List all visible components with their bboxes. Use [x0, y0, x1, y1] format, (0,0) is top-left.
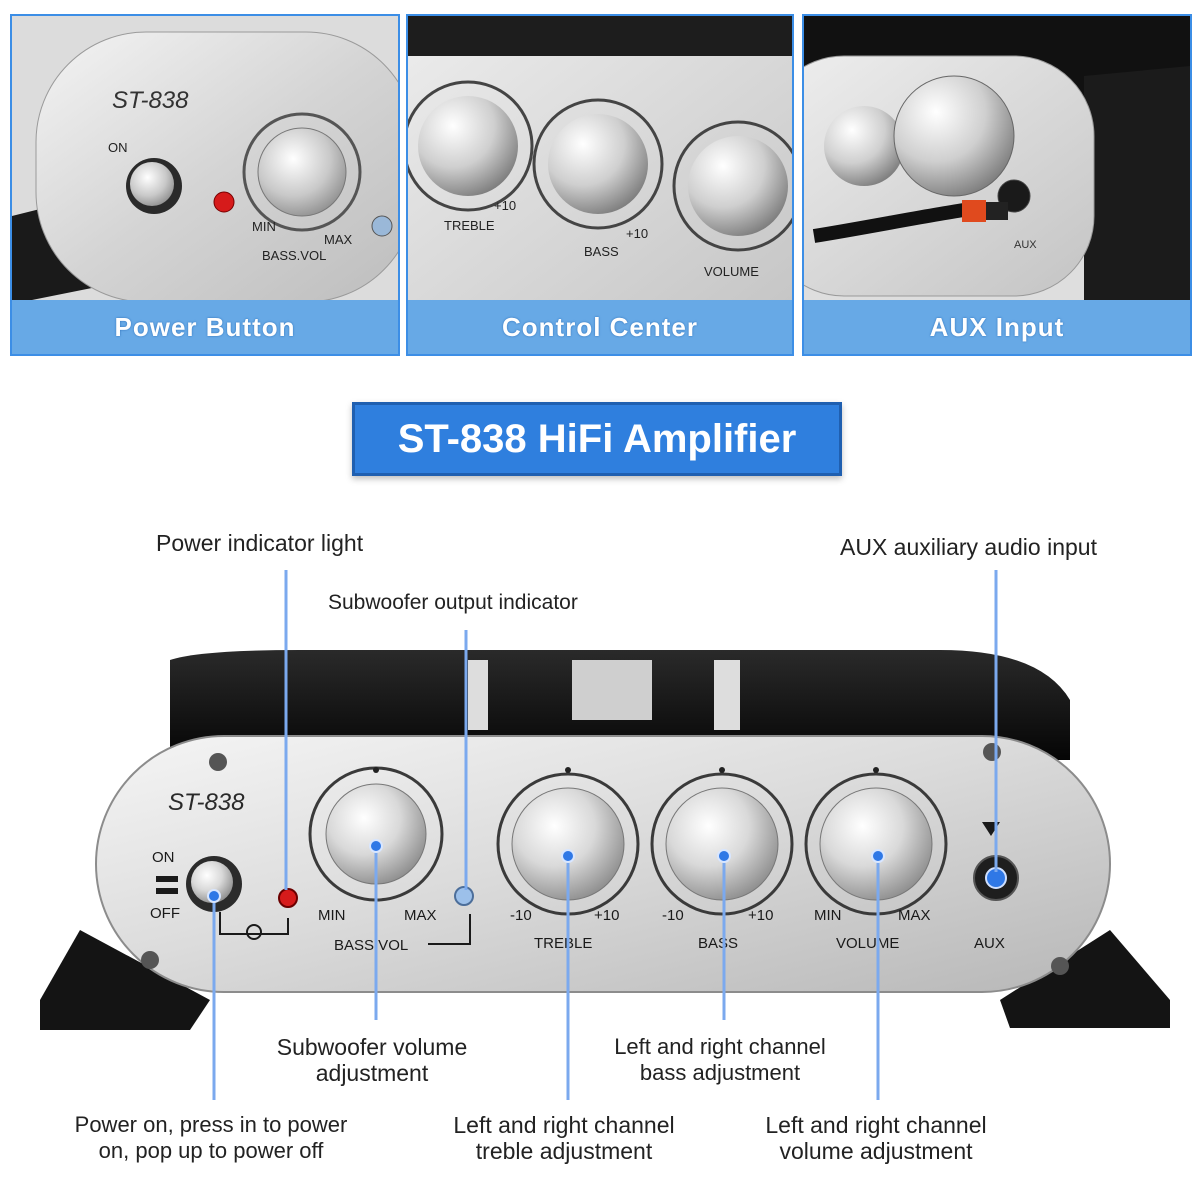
callout-aux-input: AUX auxiliary audio input: [840, 534, 1097, 560]
callout-lr-volume: Left and right channel volume adjustment: [736, 1112, 1016, 1164]
right-foot: [1000, 930, 1170, 1028]
detail-panel-power: ST-838 MIN MAX BASS.VOL ON Power Button: [10, 14, 400, 356]
panel-caption: Power Button: [12, 300, 398, 354]
panel-caption: Control Center: [408, 300, 792, 354]
callout-line: Left and right channel: [765, 1112, 987, 1138]
switch-symbol: [156, 888, 178, 894]
sub-indicator-bracket: [428, 914, 471, 945]
bass-vol-max-label: MAX: [404, 907, 437, 924]
aux-label: AUX: [974, 935, 1005, 952]
svg-text:MAX: MAX: [324, 232, 353, 247]
svg-text:AUX: AUX: [1014, 239, 1037, 251]
volume-min-label: MIN: [814, 907, 842, 924]
callout-power-button: Power on, press in to power on, pop up t…: [56, 1112, 366, 1164]
callout-line: Subwoofer volume: [276, 1034, 468, 1060]
callout-subwoofer-volume: Subwoofer volume adjustment: [254, 1034, 490, 1086]
bass-max-label: +10: [748, 907, 773, 924]
svg-text:BASS: BASS: [584, 244, 619, 259]
callout-line: Left and right channel: [614, 1034, 826, 1059]
callout-power-indicator: Power indicator light: [156, 530, 364, 556]
callout-line: treble adjustment: [475, 1138, 653, 1164]
product-title: ST-838 HiFi Amplifier: [352, 402, 842, 476]
treble-max-label: +10: [594, 907, 619, 924]
callout-line: Power on, press in to power: [74, 1112, 348, 1137]
power-button-photo: ST-838 MIN MAX BASS.VOL ON: [12, 16, 398, 304]
heatsink-label-strip: [572, 660, 652, 720]
treble-min-label: -10: [510, 907, 532, 924]
svg-text:MIN: MIN: [252, 219, 276, 234]
heatsink-label-strip: [468, 660, 488, 730]
knob-position-dot: [565, 767, 571, 773]
volume-label: VOLUME: [836, 935, 899, 952]
power-button-cap: [191, 861, 233, 903]
aux-input-photo: AUX: [804, 16, 1190, 304]
on-label: ON: [152, 849, 175, 866]
svg-text:+10: +10: [494, 198, 516, 213]
svg-text:ST-838: ST-838: [112, 87, 189, 114]
svg-text:ON: ON: [108, 140, 128, 155]
power-symbol-icon: [246, 924, 262, 940]
callout-lr-bass: Left and right channel bass adjustment: [600, 1034, 840, 1086]
svg-text:VOLUME: VOLUME: [704, 264, 759, 279]
bass-knob: [665, 787, 779, 901]
bass-vol-label: BASS.VOL: [334, 937, 408, 954]
panel-caption: AUX Input: [804, 300, 1190, 354]
volume-knob-ring: [804, 772, 948, 916]
panel-model-label: ST-838: [168, 789, 245, 816]
subwoofer-output-led: [454, 886, 474, 906]
bass-vol-min-label: MIN: [318, 907, 346, 924]
volume-knob: [819, 787, 933, 901]
leader-lines: [212, 570, 998, 1100]
callout-line: on, pop up to power off: [98, 1138, 324, 1163]
svg-text:TREBLE: TREBLE: [444, 218, 495, 233]
knob-position-dot: [873, 767, 879, 773]
treble-label: TREBLE: [534, 935, 592, 952]
svg-text:BASS.VOL: BASS.VOL: [262, 248, 326, 263]
heatsink-label-strip: [714, 660, 740, 730]
volume-max-label: MAX: [898, 907, 931, 924]
power-symbol-bracket: [219, 912, 289, 935]
callout-line: adjustment: [315, 1060, 429, 1086]
detail-panel-controls: TREBLE +10 BASS +10 VOLUME Control Cente…: [406, 14, 794, 356]
bass-min-label: -10: [662, 907, 684, 924]
callout-line: Left and right channel: [453, 1112, 675, 1138]
callout-line: bass adjustment: [639, 1060, 801, 1085]
bass-knob-ring: [650, 772, 794, 916]
bass-label: BASS: [698, 935, 738, 952]
off-label: OFF: [150, 905, 180, 922]
knob-position-dot: [373, 767, 379, 773]
knob-position-dot: [719, 767, 725, 773]
left-foot: [40, 930, 210, 1030]
callout-subwoofer-indicator: Subwoofer output indicator: [328, 591, 578, 614]
svg-text:+10: +10: [626, 226, 648, 241]
switch-symbol: [156, 876, 178, 882]
control-center-photo: TREBLE +10 BASS +10 VOLUME: [408, 16, 792, 304]
detail-panel-aux: AUX AUX Input: [802, 14, 1192, 356]
callout-lr-treble: Left and right channel treble adjustment: [424, 1112, 704, 1164]
leader-endpoints: [207, 839, 885, 903]
power-indicator-led: [278, 888, 298, 908]
callout-line: volume adjustment: [779, 1138, 973, 1164]
